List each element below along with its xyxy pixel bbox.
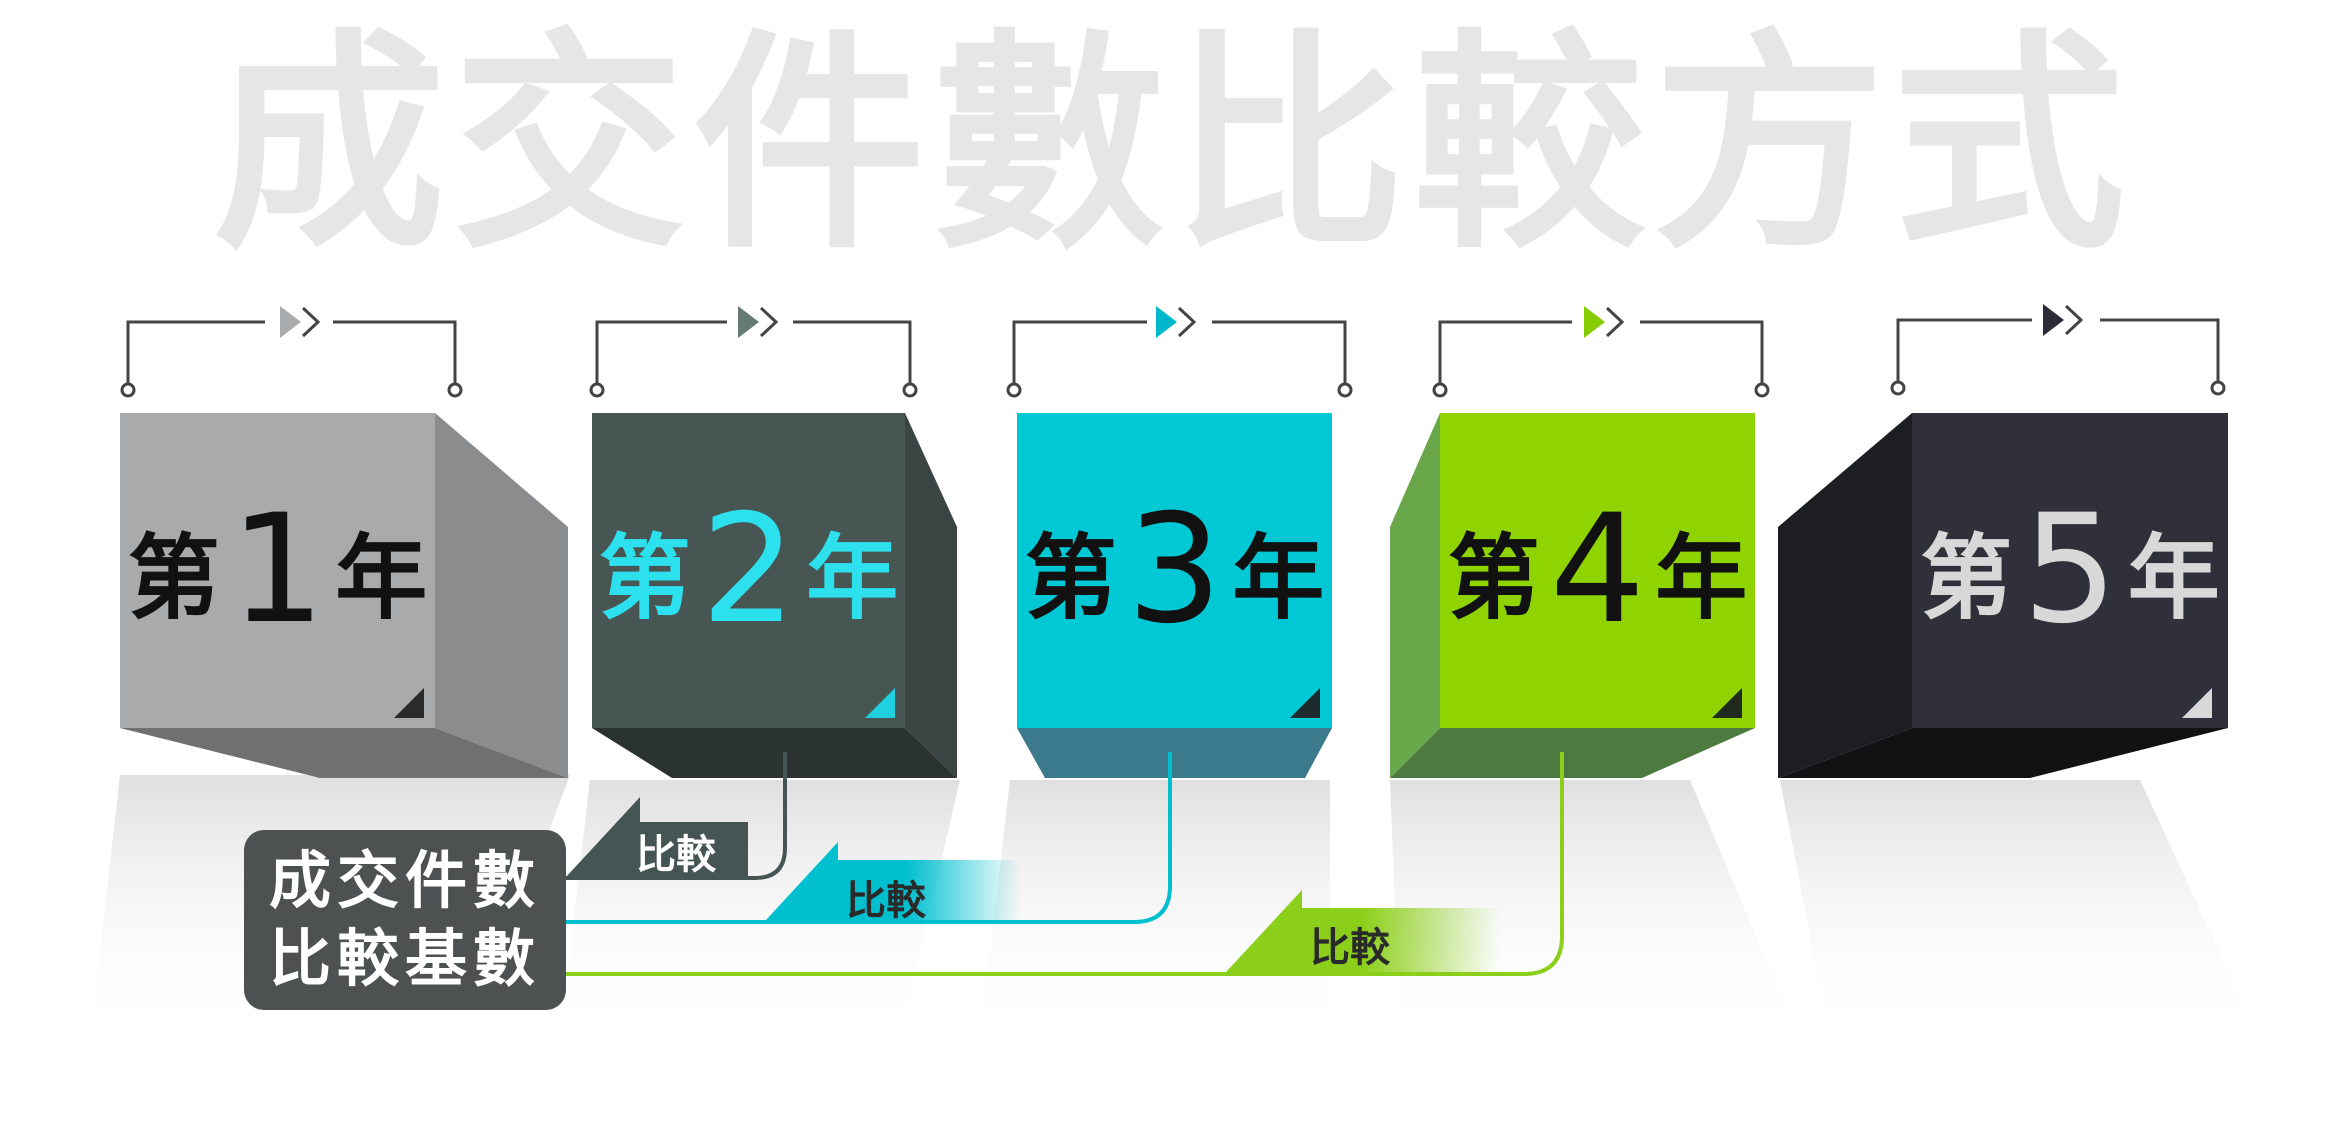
corner-triangle	[394, 688, 424, 718]
page-title: 成交件數比較方式	[212, 10, 2133, 280]
cube-bottom	[1390, 728, 1755, 778]
compare-line-year-3	[566, 752, 1172, 924]
year-number: 5	[2022, 483, 2118, 657]
year-number: 3	[1126, 483, 1223, 657]
cube-bottom	[1017, 728, 1332, 778]
year-suffix: 年	[1232, 524, 1325, 632]
play-icon	[1584, 306, 1605, 338]
cube-year-5	[1778, 413, 2228, 778]
year-label-2: 第 2 年	[592, 483, 905, 657]
base-box-text: 成交件數 比較基數	[244, 830, 566, 1010]
cube-side	[905, 413, 957, 778]
compare-arrow-year-4	[1226, 890, 1500, 972]
bracket-year-4	[1432, 306, 1770, 398]
cube-side	[1778, 413, 1912, 778]
cube-year-2	[592, 413, 957, 778]
compare-label-year-4: 比較	[1310, 925, 1390, 971]
compare-label-year-3: 比較	[846, 878, 926, 924]
cube-front	[120, 413, 435, 728]
cube-bottom	[1778, 728, 2228, 778]
play-icon	[2043, 304, 2064, 336]
year-label-4: 第 4 年	[1440, 483, 1755, 657]
play-icon	[738, 306, 759, 338]
year-number: 4	[1549, 483, 1646, 657]
compare-arrow-year-2	[566, 797, 748, 877]
cube-front	[592, 413, 905, 728]
year-label-1: 第 1 年	[120, 483, 435, 657]
year-label-5: 第 5 年	[1912, 483, 2228, 657]
corner-triangle	[1712, 688, 1742, 718]
chevron-right-icon	[301, 306, 321, 338]
bracket-year-3	[1006, 306, 1353, 398]
cube-bottom	[120, 728, 568, 778]
cube-side	[1390, 413, 1440, 778]
year-prefix: 第	[1024, 524, 1117, 632]
cube-year-3	[1017, 413, 1332, 778]
cube-front	[1912, 413, 2228, 728]
cube-year-4	[1390, 413, 1755, 778]
year-prefix: 第	[127, 524, 220, 632]
compare-line-year-2	[566, 752, 787, 880]
year-label-3: 第 3 年	[1017, 483, 1332, 657]
year-suffix: 年	[335, 524, 428, 632]
base-box-line-1: 成交件數	[268, 844, 541, 917]
corner-triangle	[1290, 688, 1320, 718]
compare-line-year-4	[566, 752, 1564, 976]
chevron-right-icon	[759, 306, 779, 338]
year-suffix: 年	[1655, 524, 1748, 632]
cube-front	[1440, 413, 1755, 728]
floor-shadow	[980, 780, 1330, 1040]
cube-bottom	[592, 728, 957, 778]
year-prefix: 第	[598, 524, 691, 632]
bracket-year-1	[120, 306, 463, 398]
chevron-right-icon	[2064, 304, 2084, 336]
year-suffix: 年	[2127, 524, 2220, 632]
bracket-year-2	[589, 306, 918, 398]
year-number: 1	[229, 483, 326, 657]
play-icon	[280, 306, 301, 338]
compare-label-year-2: 比較	[636, 832, 716, 878]
compare-arrow-year-3	[766, 842, 1020, 920]
cube-year-1	[120, 413, 568, 778]
play-icon	[1156, 306, 1177, 338]
cube-front	[1017, 413, 1332, 728]
chevron-right-icon	[1177, 306, 1197, 338]
year-suffix: 年	[806, 524, 899, 632]
corner-triangle	[865, 688, 895, 718]
cube-side	[435, 413, 568, 778]
floor-shadow	[1780, 780, 2260, 1040]
base-box-line-2: 比較基數	[268, 922, 541, 995]
year-prefix: 第	[1920, 524, 2013, 632]
chevron-right-icon	[1605, 306, 1625, 338]
base-box	[244, 830, 566, 1010]
year-prefix: 第	[1447, 524, 1540, 632]
year-number: 2	[700, 483, 797, 657]
corner-triangle	[2182, 688, 2212, 718]
bracket-year-5	[1890, 304, 2226, 396]
